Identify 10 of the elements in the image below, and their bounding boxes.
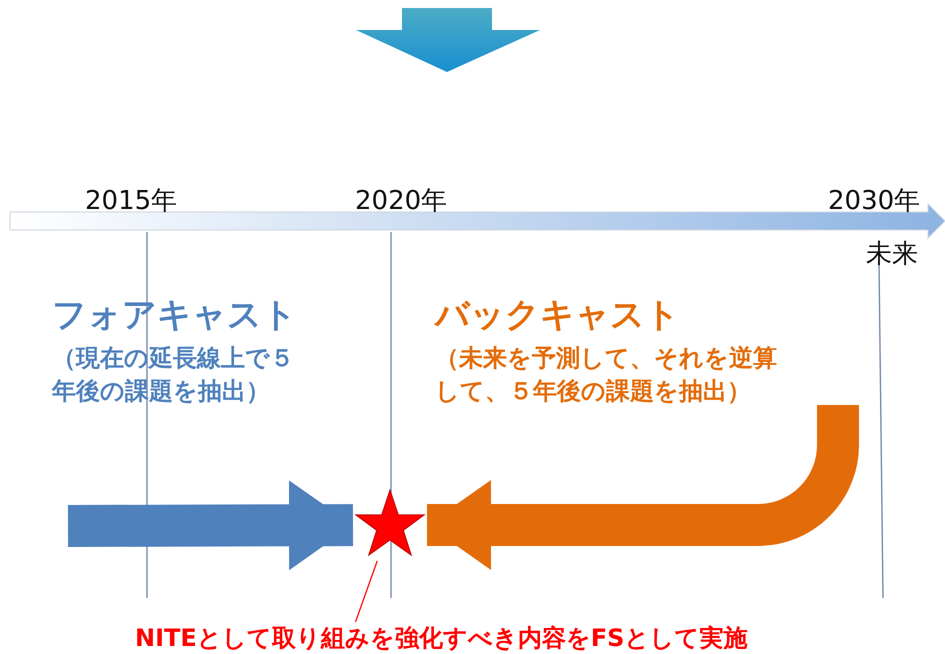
arrow — [427, 405, 859, 570]
heading: バックキャスト — [435, 294, 680, 337]
year-label: 2030年 — [828, 185, 920, 218]
description: （未来を予測して、それを逆算して、５年後の課題を抽出） — [435, 343, 778, 407]
timeline-label: 未来 — [866, 238, 918, 271]
arrow — [68, 480, 354, 570]
year-label: 2015年 — [85, 185, 178, 218]
callout-text: NITEとして取り組みを強化すべき内容をFSとして実施 — [135, 622, 748, 654]
leader-line — [354, 560, 378, 622]
year-label: 2020年 — [355, 185, 448, 218]
